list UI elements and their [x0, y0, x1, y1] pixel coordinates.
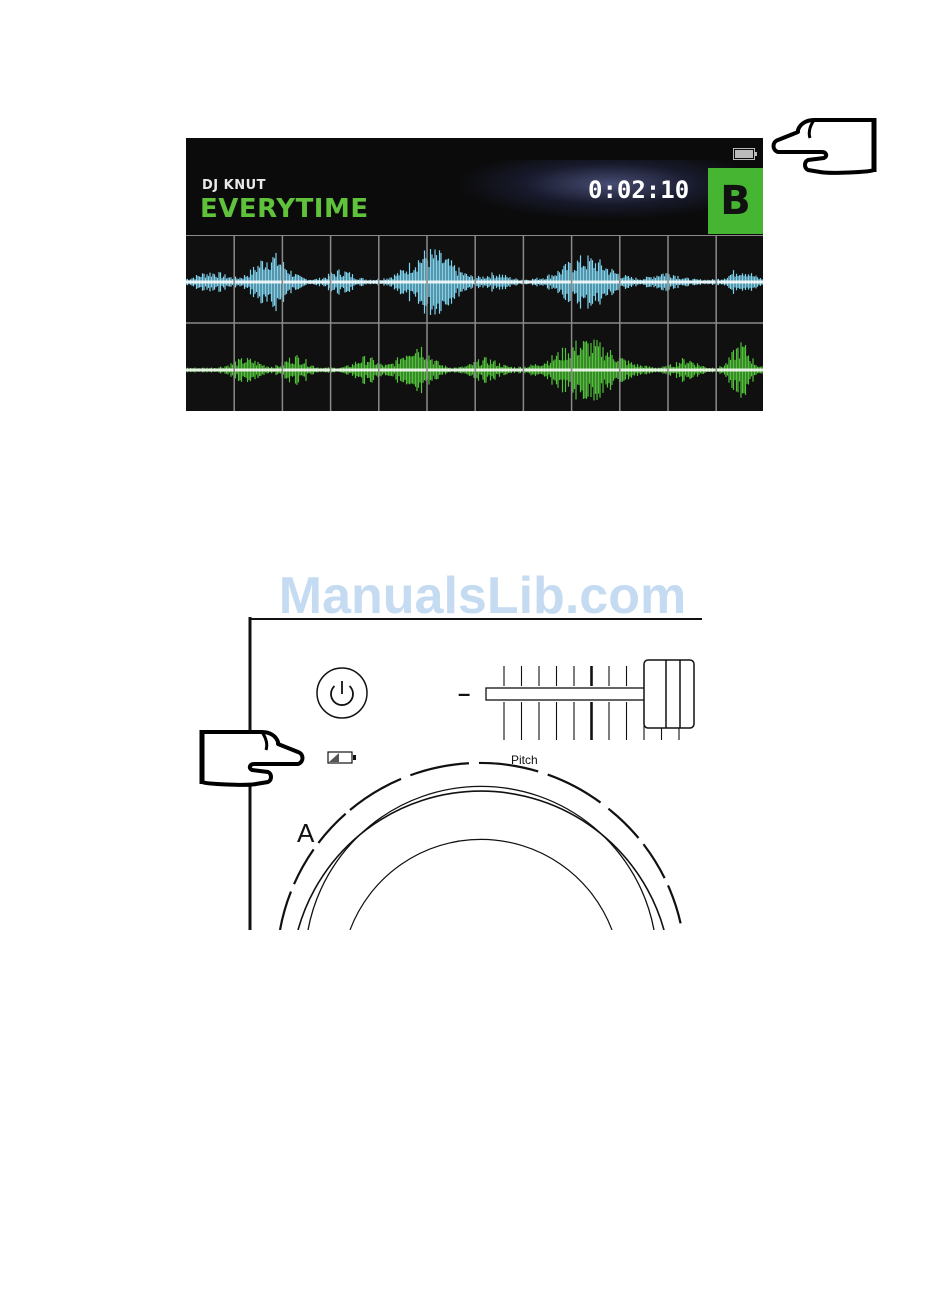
battery-icon	[328, 752, 356, 763]
pitch-label: Pitch	[511, 753, 538, 767]
pitch-minus-label: –	[458, 681, 470, 707]
power-icon[interactable]	[317, 668, 367, 718]
pitch-fader-knob[interactable]	[644, 660, 694, 728]
artist-name: DJ KNUT	[202, 178, 266, 193]
waveform-display	[186, 235, 763, 411]
deck-letter-a: A	[297, 818, 314, 849]
pitch-fader-track	[486, 688, 646, 700]
pointing-hand-icon	[770, 112, 878, 178]
deck-letter-b: B	[720, 178, 751, 224]
pointing-hand-icon	[198, 724, 306, 790]
deck-display-screen: DJ KNUT EVERYTIME 0:02:10 B	[186, 138, 763, 411]
jog-wheel[interactable]	[280, 763, 682, 930]
track-title: EVERYTIME	[200, 194, 369, 224]
elapsed-time: 0:02:10	[588, 176, 689, 204]
deck-badge: B	[708, 168, 763, 234]
battery-icon	[733, 148, 757, 160]
